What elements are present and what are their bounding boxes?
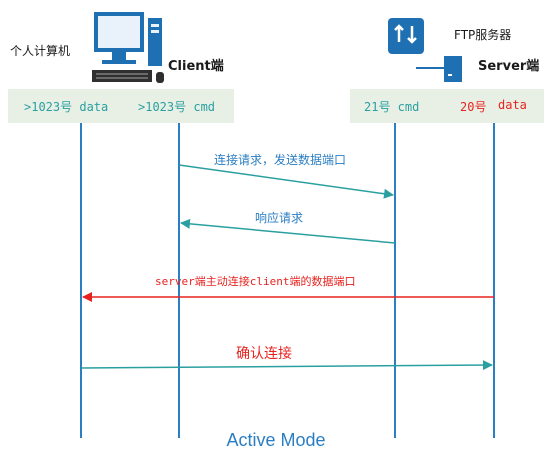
server-data-port-word: data xyxy=(498,98,527,112)
message-confirm: 确认连接 xyxy=(236,346,292,362)
diagram-title: Active Mode xyxy=(226,430,326,450)
client-name: Client端 xyxy=(168,59,224,74)
arrow-response xyxy=(180,218,396,244)
computer-icon xyxy=(92,12,164,83)
client-cmd-port: >1023号 cmd xyxy=(138,100,216,114)
server-data-port-number: 20号 xyxy=(460,100,487,114)
message-server-connect: server端主动连接client端的数据端口 xyxy=(155,275,356,288)
pc-label: 个人计算机 xyxy=(10,44,71,58)
message-response: 响应请求 xyxy=(255,211,304,225)
server-port-band xyxy=(350,89,544,123)
arrow-connect-request xyxy=(178,164,394,199)
server-cmd-port: 21号 cmd xyxy=(364,100,420,114)
message-connect-request: 连接请求，发送数据端口 xyxy=(214,153,347,167)
arrow-confirm xyxy=(80,360,493,371)
client-port-band xyxy=(8,89,234,123)
client-data-port: >1023号 data xyxy=(24,100,109,114)
ftp-server-label: FTP服务器 xyxy=(454,28,512,42)
server-icon xyxy=(388,18,462,82)
server-name: Server端 xyxy=(478,59,540,74)
